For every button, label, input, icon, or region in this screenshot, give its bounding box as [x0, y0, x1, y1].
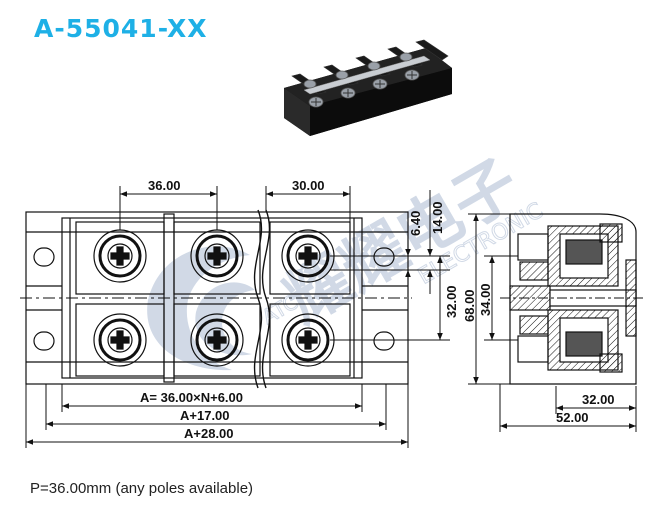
- dim-overall-height: 68.00: [462, 289, 477, 322]
- dim-row-spacing: 32.00: [444, 285, 459, 318]
- dim-inner-height: 34.00: [478, 283, 493, 316]
- dim-side-width-outer: 52.00: [556, 410, 589, 425]
- side-view: [500, 213, 644, 385]
- screws: [93, 229, 335, 367]
- dim-screw-spacing: 14.00: [430, 201, 445, 234]
- dim-formula-a28: A+28.00: [184, 426, 234, 441]
- dimension-lines: [25, 186, 637, 448]
- dim-pitch-top-right: 30.00: [292, 178, 325, 193]
- model-title: A-55041-XX: [34, 14, 208, 43]
- break-line: [253, 209, 271, 389]
- dim-pitch-top: 36.00: [148, 178, 181, 193]
- pitch-note: P=36.00mm (any poles available): [30, 480, 254, 497]
- dim-screw-offset: 6.40: [408, 211, 423, 236]
- photo-screws: [303, 52, 420, 108]
- dim-formula-a17: A+17.00: [180, 408, 230, 423]
- dim-formula-a: A= 36.00×N+6.00: [140, 390, 243, 405]
- dimension-labels: 36.00 30.00 6.40 14.00 32.00 68.00 34.00…: [140, 178, 615, 441]
- product-photo: [284, 39, 452, 136]
- watermark: 耀耀电子 ELECTRONIC ATC: [147, 146, 548, 371]
- dim-side-width-inner: 32.00: [582, 392, 615, 407]
